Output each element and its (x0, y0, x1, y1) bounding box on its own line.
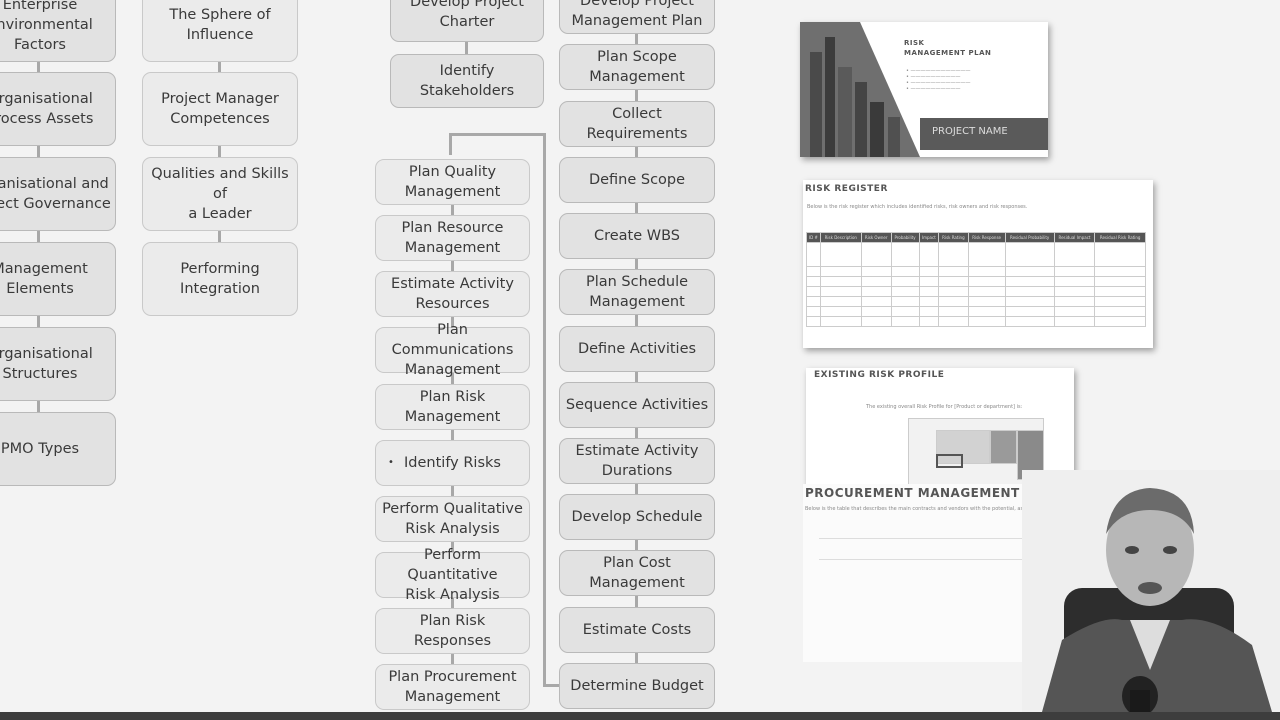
city-skyline-image (800, 22, 1048, 157)
box-pmo-types: PMO Types (0, 412, 116, 486)
header-impact: Impact (918, 232, 940, 243)
header-risk-rating: Risk Rating (938, 232, 969, 243)
box-plan-quality-management: Plan Quality Management (375, 159, 530, 205)
loop-vertical-segment (543, 133, 546, 687)
procurement-steps (819, 538, 1119, 560)
heatmap-cell-highlight (936, 454, 963, 468)
box-plan-procurement-management: Plan Procurement Management (375, 664, 530, 710)
box-plan-risk-management: Plan Risk Management (375, 384, 530, 430)
header-residual-impact: Residual Impact (1053, 232, 1096, 243)
box-collect-requirements: Collect Requirements (559, 101, 715, 147)
box-sphere-of-influence: The Sphere of Influence (142, 0, 298, 62)
register-title: RISK REGISTER (805, 184, 888, 194)
presenter-image (1022, 470, 1280, 712)
doc-risk-management-plan: RISK MANAGEMENT PLAN • ————————————• ———… (800, 22, 1048, 157)
box-sequence-activities: Sequence Activities (559, 382, 715, 428)
procurement-title: PROCUREMENT MANAGEMENT (805, 486, 1020, 500)
box-organisational-process-assets: Organisational Process Assets (0, 72, 116, 146)
box-determine-budget: Determine Budget (559, 663, 715, 709)
heatmap-cell (990, 430, 1017, 464)
box-plan-communications-management: Plan Communications Management (375, 322, 530, 378)
heatmap-cell (936, 430, 990, 464)
project-name: PROJECT NAME (932, 126, 1008, 137)
header-risk-description: Risk Description (819, 232, 862, 243)
box-management-elements: Management Elements (0, 242, 116, 316)
plan-lines: • ————————————• ——————————• ————————————… (906, 68, 971, 92)
loop-top-segment (449, 133, 546, 136)
box-plan-scope-management: Plan Scope Management (559, 44, 715, 90)
profile-title: EXISTING RISK PROFILE (814, 370, 945, 380)
box-enterprise-environmental-factors: Enterprise Environmental Factors (0, 0, 116, 62)
bottom-bar (0, 712, 1280, 720)
box-project-manager-competences: Project Manager Competences (142, 72, 298, 146)
box-organisational-project-governance: Organisational and Project Governance (0, 157, 116, 231)
box-perform-quantitative-risk-analysis: Perform Quantitative Risk Analysis (375, 547, 530, 603)
loop-arrow-stem (449, 133, 452, 155)
box-perform-qualitative-risk-analysis: Perform Qualitative Risk Analysis (375, 496, 530, 542)
box-develop-project-management-plan: Develop Project Management Plan (559, 0, 715, 34)
box-identify-risks: • Identify Risks (375, 440, 530, 486)
box-qualities-skills-leader: Qualities and Skills of a Leader (142, 157, 298, 231)
doc-risk-register: RISK REGISTER Below is the risk register… (803, 180, 1153, 348)
header-risk-response: Risk Response (967, 232, 1006, 243)
box-identify-stakeholders: Identify Stakeholders (390, 54, 544, 108)
box-define-scope: Define Scope (559, 157, 715, 203)
identify-risks-label: Identify Risks (404, 455, 501, 471)
risk-register-table: ID # Risk Description Risk Owner Probabi… (806, 232, 1146, 327)
box-plan-schedule-management: Plan Schedule Management (559, 269, 715, 315)
box-estimate-activity-durations: Estimate Activity Durations (559, 438, 715, 484)
column-2-connector (218, 60, 221, 250)
box-plan-cost-management: Plan Cost Management (559, 550, 715, 596)
box-define-activities: Define Activities (559, 326, 715, 372)
header-residual-probability: Residual Probability (1004, 232, 1055, 243)
profile-intro: The existing overall Risk Profile for [P… (866, 404, 1023, 410)
box-estimate-activity-resources: Estimate Activity Resources (375, 271, 530, 317)
bullet-icon: • (388, 457, 394, 468)
loop-bottom-segment (543, 684, 561, 687)
register-intro: Below is the risk register which include… (807, 204, 1028, 210)
plan-title: RISK MANAGEMENT PLAN (904, 39, 992, 57)
header-probability: Probability (890, 232, 920, 243)
header-risk-owner: Risk Owner (860, 232, 892, 243)
box-create-wbs: Create WBS (559, 213, 715, 259)
column-1-connector (37, 60, 40, 420)
box-plan-risk-responses: Plan Risk Responses (375, 608, 530, 654)
header-id: ID # (806, 232, 821, 243)
box-estimate-costs: Estimate Costs (559, 607, 715, 653)
box-plan-resource-management: Plan Resource Management (375, 215, 530, 261)
box-develop-project-charter: Develop Project Charter (390, 0, 544, 42)
box-organisational-structures: Organisational Structures (0, 327, 116, 401)
box-performing-integration: Performing Integration (142, 242, 298, 316)
box-develop-schedule: Develop Schedule (559, 494, 715, 540)
presenter-video (1022, 470, 1280, 712)
column-3-top-connector (465, 38, 468, 58)
procurement-intro: Below is the table that describes the ma… (805, 506, 1059, 512)
header-residual-risk-rating: Residual Risk Rating (1094, 232, 1146, 243)
